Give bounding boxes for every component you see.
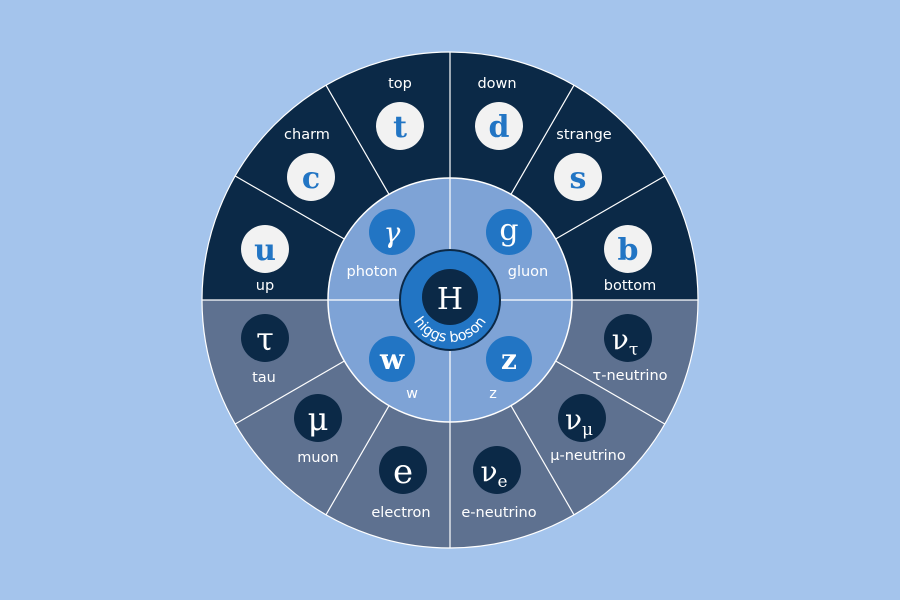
boson-gluon: g gluon [486, 209, 548, 280]
lepton-e-neutrino-sub: e [497, 472, 507, 492]
quark-down: d down [475, 76, 523, 150]
lepton-muon-label: muon [297, 450, 338, 466]
outer-divider [510, 405, 575, 516]
lepton-mu-neutrino-label: μ-neutrino [550, 448, 626, 464]
lepton-electron-disc [379, 446, 427, 494]
quark-bottom-disc [604, 225, 652, 273]
lepton-e-neutrino-nu: ν [480, 455, 497, 488]
quark-bottom-symbol: b [618, 233, 639, 268]
quark-top-disc [376, 102, 424, 150]
lepton-tau-neutrino-sub: τ [629, 340, 638, 360]
outer-divider [555, 175, 666, 240]
quark-bottom-label: bottom [604, 278, 656, 294]
boson-z-label: z [489, 386, 497, 402]
boson-photon-symbol: γ [384, 216, 401, 249]
lepton-tau-neutrino-disc [604, 314, 652, 362]
quark-charm-disc [287, 153, 335, 201]
lepton-mu-neutrino-sub: μ [582, 420, 593, 440]
outer-divider [510, 84, 575, 195]
quark-charm-symbol: c [302, 161, 320, 196]
quark-up-disc [241, 225, 289, 273]
higgs-boson: H higgs boson [399, 249, 501, 351]
quark-up: u up [241, 225, 289, 294]
boson-z-disc [486, 336, 532, 382]
outer-divider [325, 405, 390, 516]
lepton-e-neutrino: νe e-neutrino [461, 446, 537, 521]
lepton-mu-neutrino-symbol: νμ [565, 403, 593, 440]
quark-down-disc [475, 102, 523, 150]
lepton-mu-neutrino-nu: ν [565, 403, 582, 436]
lepton-tau-neutrino-label: τ-neutrino [593, 368, 668, 384]
lepton-electron-label: electron [371, 505, 430, 521]
quark-down-symbol: d [489, 110, 510, 145]
lepton-tau-neutrino-symbol: ντ [612, 323, 638, 360]
boson-gluon-label: gluon [508, 264, 548, 280]
lepton-e-neutrino-label: e-neutrino [461, 505, 536, 521]
outer-divider [234, 360, 345, 425]
lepton-e-neutrino-disc [473, 446, 521, 494]
lepton-tau-symbol: τ [256, 320, 274, 358]
boson-w-disc [369, 336, 415, 382]
boson-w-label: w [406, 386, 418, 402]
boson-photon: γ photon [346, 209, 415, 280]
outer-divider [325, 84, 390, 195]
lepton-tau: τ tau [241, 314, 289, 386]
quark-strange-disc [554, 153, 602, 201]
lepton-e-neutrino-symbol: νe [480, 455, 507, 492]
quark-top-label: top [388, 76, 412, 92]
boson-photon-disc [369, 209, 415, 255]
boson-photon-label: photon [346, 264, 397, 280]
lepton-muon: μ muon [294, 394, 342, 466]
quark-charm: c charm [284, 127, 335, 201]
lepton-mu-neutrino: νμ μ-neutrino [550, 394, 626, 464]
higgs-symbol: H [437, 282, 463, 317]
quark-down-label: down [477, 76, 516, 92]
boson-w: w w [369, 336, 418, 402]
lepton-tau-neutrino: ντ τ-neutrino [593, 314, 668, 384]
boson-w-symbol: w [379, 343, 405, 376]
quark-charm-label: charm [284, 127, 330, 143]
boson-z: z z [486, 336, 532, 402]
lepton-electron: e electron [371, 446, 431, 521]
quark-top: t top [376, 76, 424, 150]
higgs-core-disc [422, 269, 478, 325]
boson-gluon-disc [486, 209, 532, 255]
lepton-muon-disc [294, 394, 342, 442]
quark-bottom: b bottom [604, 225, 656, 294]
quark-strange-symbol: s [570, 161, 587, 196]
outer-divider [234, 175, 345, 240]
quark-top-symbol: t [393, 110, 407, 145]
lepton-muon-symbol: μ [308, 400, 329, 438]
boson-gluon-symbol: g [499, 213, 518, 248]
lepton-tau-neutrino-nu: ν [612, 323, 629, 356]
quark-up-symbol: u [254, 233, 276, 268]
lepton-electron-symbol: e [393, 452, 413, 492]
lepton-tau-disc [241, 314, 289, 362]
quark-strange: s strange [554, 127, 612, 201]
quark-up-label: up [256, 278, 274, 294]
boson-z-symbol: z [501, 343, 517, 376]
quark-strange-label: strange [556, 127, 611, 143]
lepton-tau-label: tau [252, 370, 276, 386]
lepton-mu-neutrino-disc [558, 394, 606, 442]
outer-divider [555, 360, 666, 425]
